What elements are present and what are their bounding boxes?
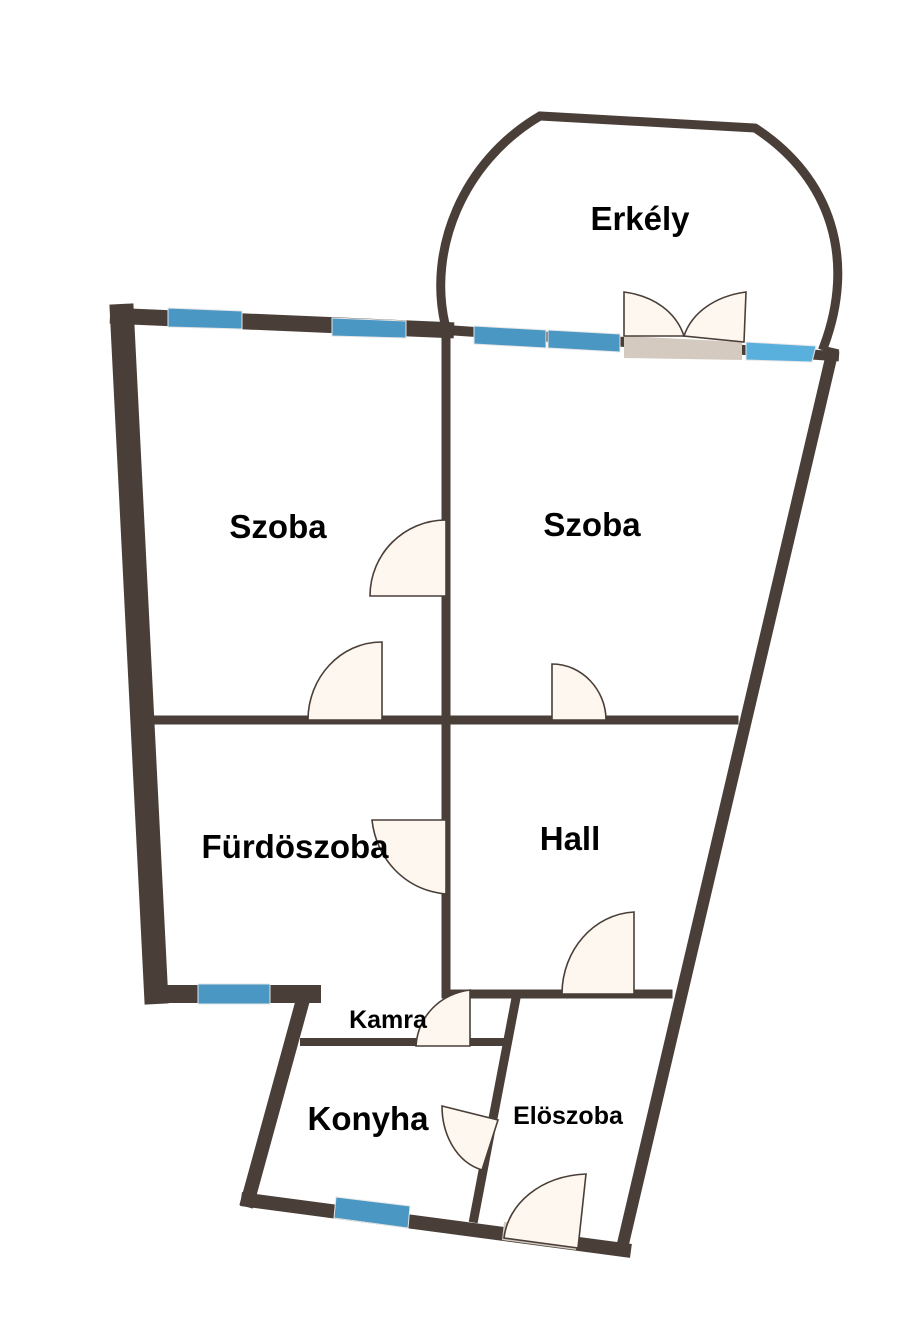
right-wall (614, 346, 840, 1256)
entry-divider-wall (468, 992, 522, 1224)
window-1 (167, 307, 243, 330)
label-entry: Elöszoba (513, 1102, 624, 1130)
window-6 (197, 983, 271, 1005)
walls (109, 111, 843, 1258)
door-kitchen (441, 1104, 500, 1171)
balcony-door (623, 291, 747, 360)
label-balcony: Erkély (590, 200, 690, 237)
label-room-right: Szoba (543, 506, 641, 543)
label-room-left: Szoba (229, 508, 327, 545)
kitchen-left-wall (239, 987, 313, 1209)
label-kitchen: Konyha (307, 1100, 429, 1137)
left-wall (109, 303, 169, 1005)
door-hall (561, 911, 635, 995)
doors (307, 291, 747, 1250)
window-2 (331, 317, 407, 339)
windows (167, 307, 817, 1229)
label-bathroom: Fürdöszoba (202, 828, 390, 865)
door-right-room (551, 663, 607, 721)
door-rooms-connect (369, 519, 447, 597)
door-entry (502, 1173, 587, 1250)
balcony-arc-wall (436, 111, 843, 352)
room-labels: Erkély Szoba Szoba Fürdöszoba Hall Kamra… (202, 200, 691, 1137)
door-bathroom (371, 819, 447, 895)
window-7 (333, 1196, 411, 1229)
label-pantry: Kamra (349, 1006, 428, 1034)
door-pantry (415, 989, 471, 1047)
window-4 (547, 329, 621, 353)
window-5 (745, 341, 817, 363)
window-3 (473, 325, 547, 349)
door-left-room (307, 641, 383, 721)
label-hall: Hall (540, 820, 601, 857)
